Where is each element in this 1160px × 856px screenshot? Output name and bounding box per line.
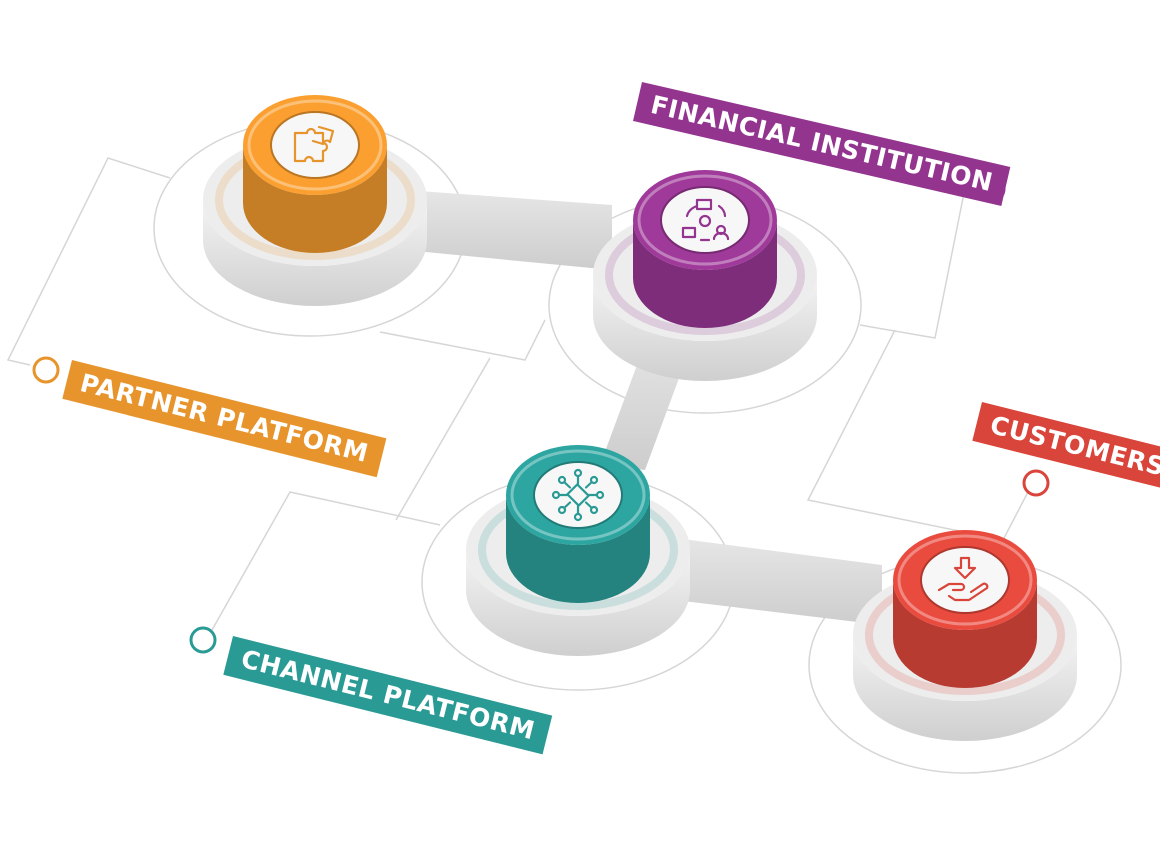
customers-base-side [853,635,1077,741]
network-hub-icon [551,468,605,522]
connector-financial [859,187,966,339]
financial-base-side [593,275,817,381]
connector-channel [211,491,441,631]
channel-dot [189,626,217,654]
customers-node [853,530,1077,741]
connector-customers [806,329,1029,541]
financial-cap-side [633,220,777,328]
bridge-partner-financial [405,190,612,270]
channel-base-side [466,550,690,656]
connector-channel-upper [395,357,491,521]
bridge-channel-customers [675,538,882,625]
customers-icon-disk [920,546,1010,614]
channel-node [466,445,690,656]
channel-cap-side [506,495,650,603]
partner-cap-side [243,145,387,253]
connector-lines [6,119,1122,774]
financial-icon-disk [660,186,750,254]
connector-partner [6,157,171,366]
partner-icon-disk [270,111,360,179]
nodes [203,95,1077,741]
financial-node [593,170,817,381]
channel-icon-disk [533,461,623,529]
hand-receive-icon [937,556,989,602]
customers-dot [1022,469,1050,497]
partner-dot [32,356,60,384]
customers-cap-side [893,580,1037,688]
partner-base-side [203,200,427,306]
connector-partner-lower [379,319,546,361]
workflow-cycle-icon [681,198,730,242]
puzzle-icon [293,125,335,163]
partner-node [203,95,427,306]
